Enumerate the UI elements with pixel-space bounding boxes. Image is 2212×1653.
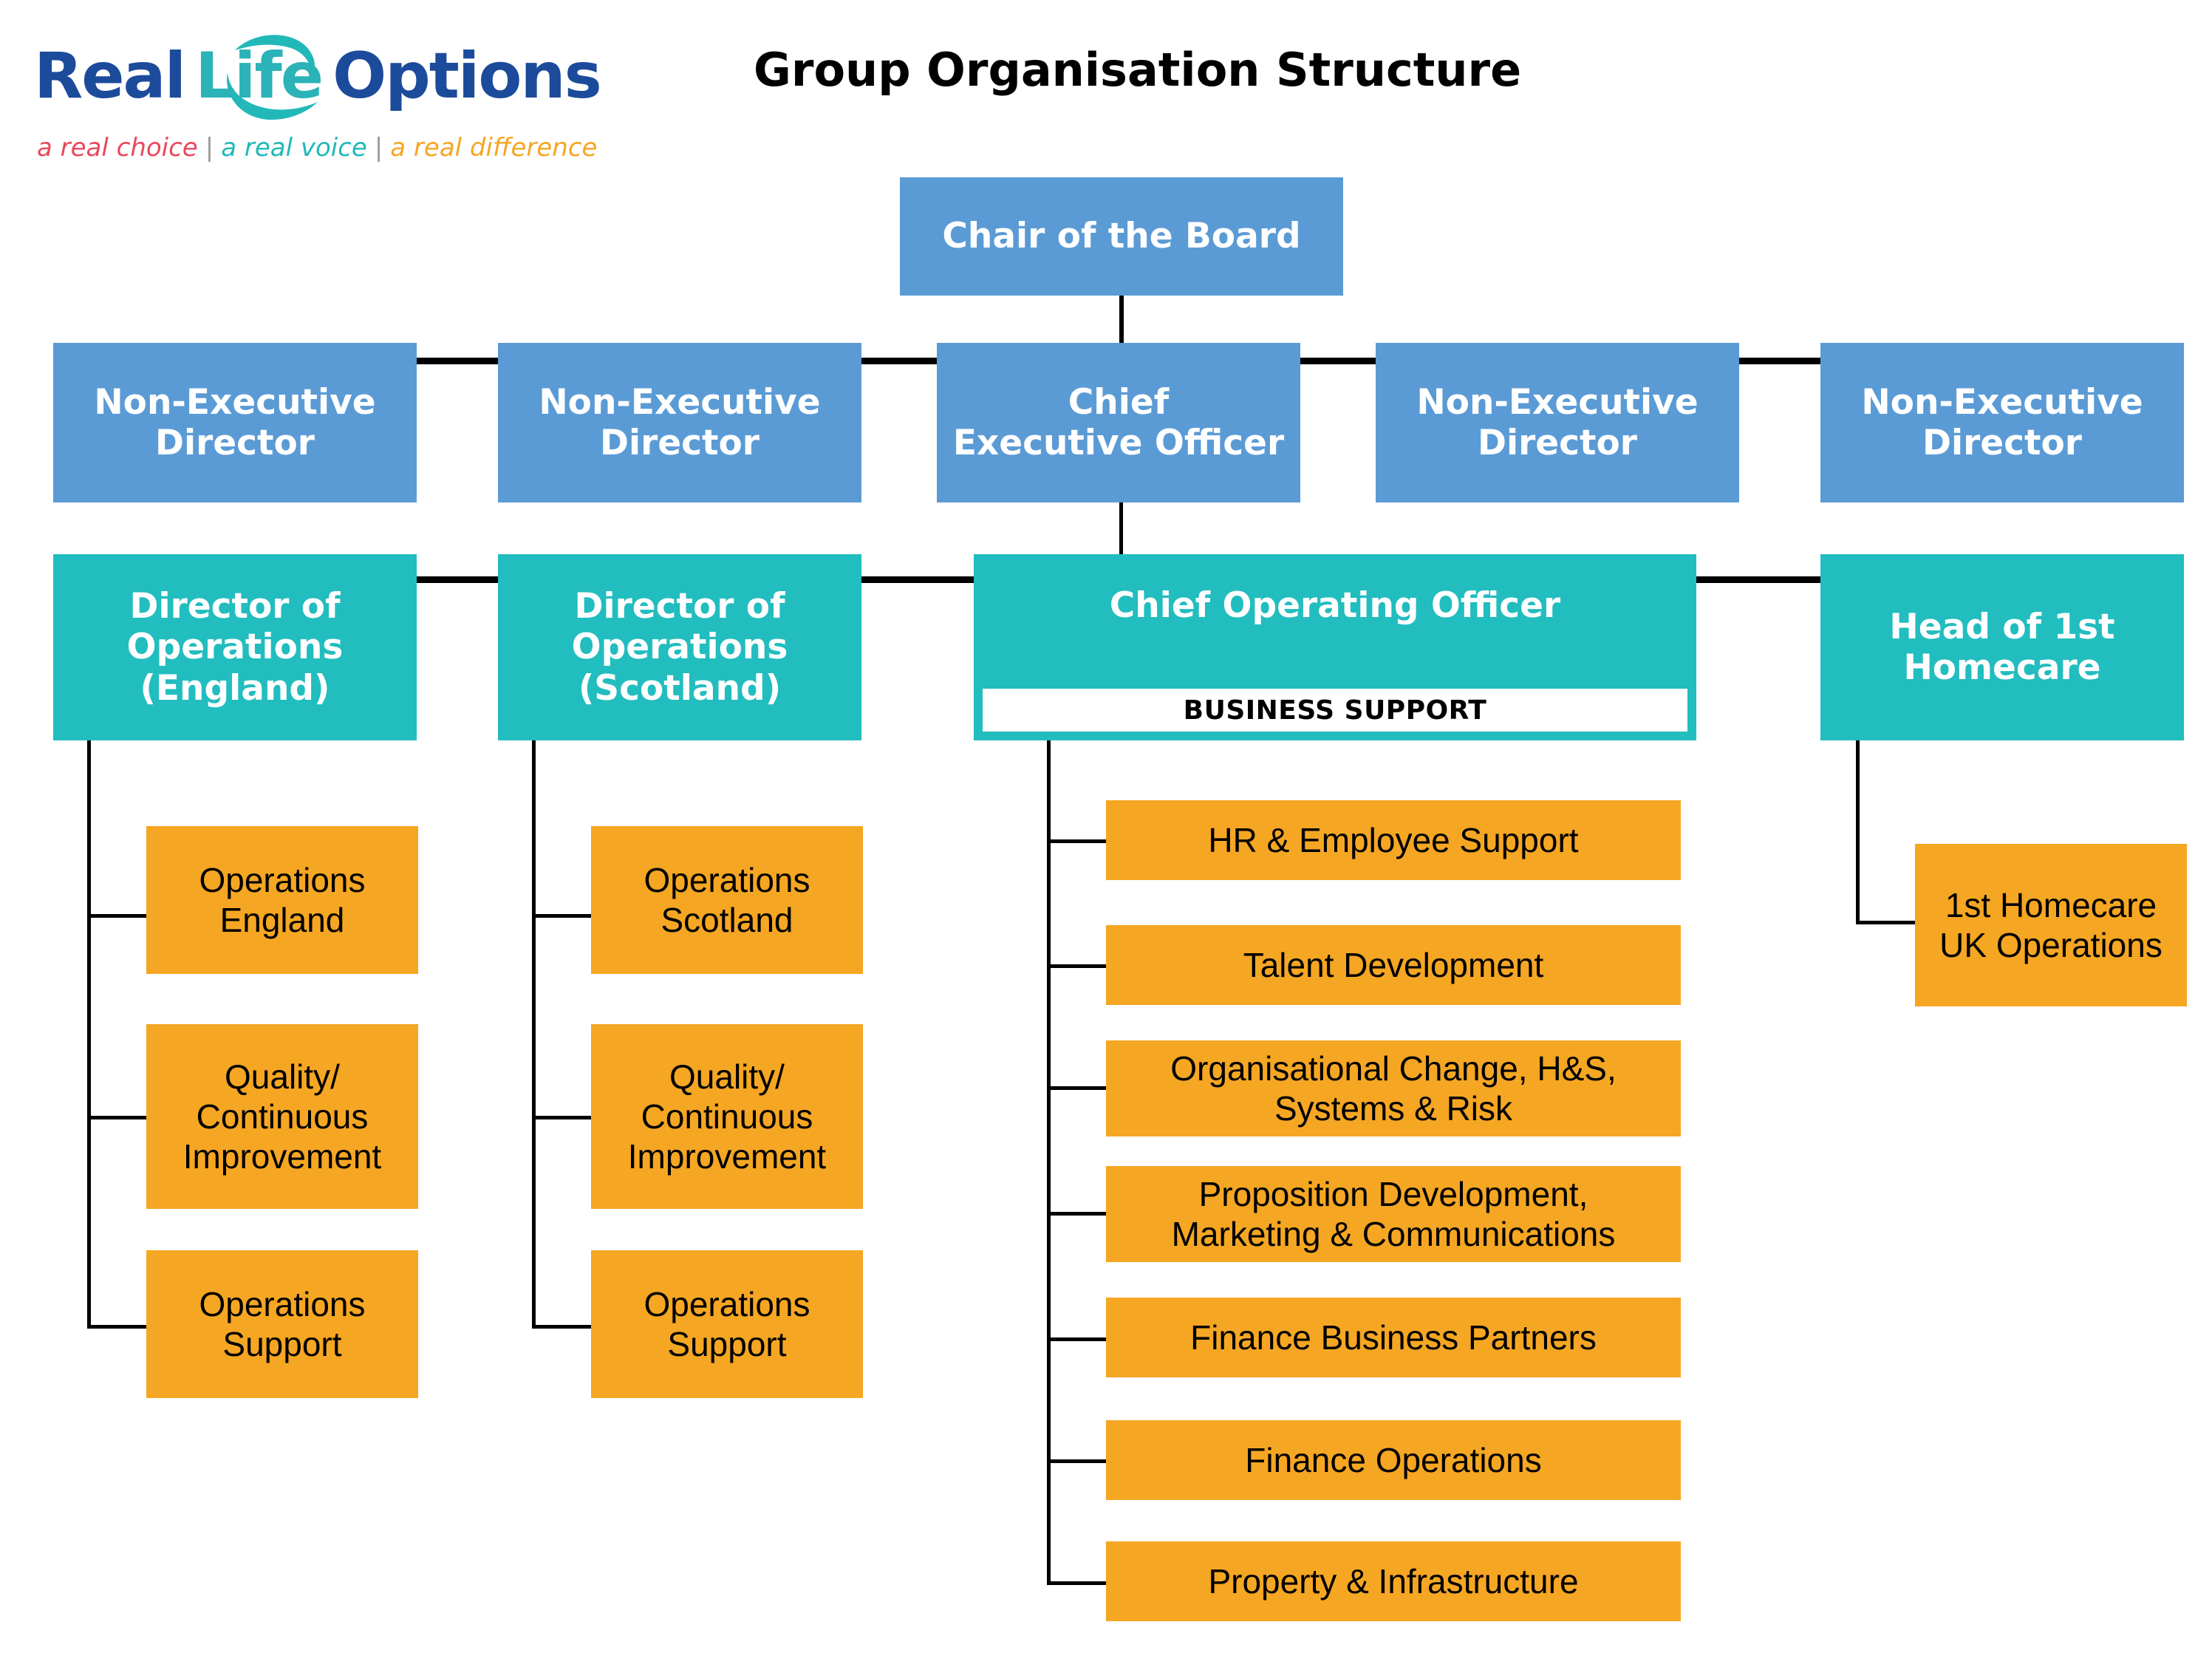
node-operations-england[interactable]: Operations England <box>146 826 418 974</box>
connector-bs-stub-7 <box>1047 1581 1106 1585</box>
connector-bs-stub-4 <box>1047 1212 1106 1216</box>
node-non-executive-director-1[interactable]: Non-Executive Director <box>53 343 417 502</box>
connector-bs-stub-2 <box>1047 964 1106 968</box>
logo-word-real: Real <box>34 39 186 113</box>
node-organisational-change-hs-systems-risk[interactable]: Organisational Change, H&S, Systems & Ri… <box>1106 1040 1681 1136</box>
node-chair-of-the-board[interactable]: Chair of the Board <box>900 177 1343 296</box>
node-hr-employee-support[interactable]: HR & Employee Support <box>1106 800 1681 880</box>
logo-word-life: Life <box>195 39 324 113</box>
node-non-executive-director-3[interactable]: Non-Executive Director <box>1376 343 1739 502</box>
logo-word-options: Options <box>332 39 602 113</box>
connector-england-stub-1 <box>87 914 146 918</box>
connector-bs-stub-5 <box>1047 1337 1106 1341</box>
connector-bs-stub-6 <box>1047 1459 1106 1463</box>
node-quality-continuous-improvement-england[interactable]: Quality/ Continuous Improvement <box>146 1024 418 1209</box>
node-finance-business-partners[interactable]: Finance Business Partners <box>1106 1298 1681 1377</box>
node-finance-operations[interactable]: Finance Operations <box>1106 1420 1681 1500</box>
tagline-separator-2: | <box>374 133 383 163</box>
logo-tagline: a real choice|a real voice|a real differ… <box>37 133 597 163</box>
connector-business-support-spine <box>1047 740 1051 1585</box>
tagline-voice: a real voice <box>221 133 367 163</box>
node-director-of-operations-england[interactable]: Director of Operations (England) <box>53 554 417 740</box>
node-head-of-1st-homecare[interactable]: Head of 1st Homecare <box>1820 554 2184 740</box>
connector-england-spine <box>87 740 91 1329</box>
connector-scotland-spine <box>532 740 536 1329</box>
node-operations-scotland[interactable]: Operations Scotland <box>591 826 863 974</box>
connector-ceo-down-bottom <box>1119 502 1123 580</box>
node-non-executive-director-2[interactable]: Non-Executive Director <box>498 343 861 502</box>
page-title: Group Organisation Structure <box>754 43 1522 97</box>
connector-bs-stub-3 <box>1047 1086 1106 1090</box>
connector-scotland-stub-3 <box>532 1325 591 1329</box>
connector-england-stub-2 <box>87 1116 146 1119</box>
connector-chair-down <box>1119 296 1124 359</box>
connector-bs-stub-1 <box>1047 839 1106 843</box>
tagline-choice: a real choice <box>37 133 198 163</box>
tagline-difference: a real difference <box>390 133 598 163</box>
tagline-separator-1: | <box>205 133 214 163</box>
node-operations-support-scotland[interactable]: Operations Support <box>591 1250 863 1398</box>
node-property-infrastructure[interactable]: Property & Infrastructure <box>1106 1541 1681 1621</box>
connector-scotland-stub-1 <box>532 914 591 918</box>
node-director-of-operations-scotland[interactable]: Director of Operations (Scotland) <box>498 554 861 740</box>
connector-homecare-spine <box>1856 740 1860 924</box>
node-1st-homecare-uk-operations[interactable]: 1st Homecare UK Operations <box>1915 844 2187 1006</box>
business-support-band: BUSINESS SUPPORT <box>983 689 1687 732</box>
node-non-executive-director-4[interactable]: Non-Executive Director <box>1820 343 2184 502</box>
node-operations-support-england[interactable]: Operations Support <box>146 1250 418 1398</box>
node-chief-executive-officer[interactable]: Chief Executive Officer <box>937 343 1300 502</box>
connector-homecare-stub-1 <box>1856 921 1915 924</box>
connector-england-stub-3 <box>87 1325 146 1329</box>
connector-scotland-stub-2 <box>532 1116 591 1119</box>
node-proposition-development-marketing-communications[interactable]: Proposition Development, Marketing & Com… <box>1106 1166 1681 1262</box>
node-talent-development[interactable]: Talent Development <box>1106 925 1681 1005</box>
node-quality-continuous-improvement-scotland[interactable]: Quality/ Continuous Improvement <box>591 1024 863 1209</box>
